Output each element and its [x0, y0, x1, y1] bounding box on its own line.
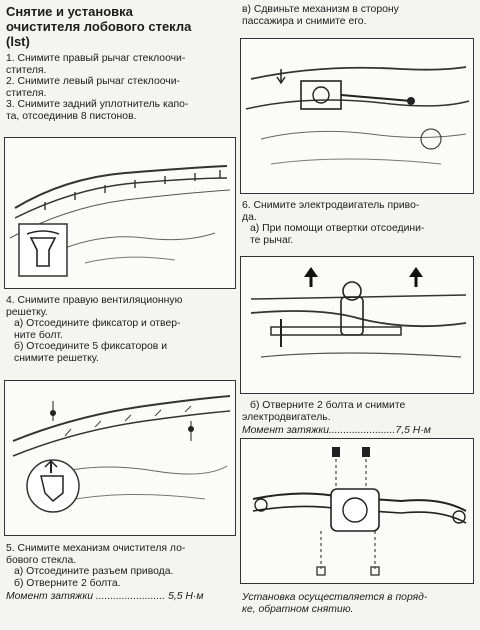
step-5c: в) Сдвиньте механизм в сторону пассажира…: [242, 4, 399, 27]
motor-lever-illustration: [250, 267, 467, 358]
torque-spec-7-5: Момент затяжки.......................7,5…: [242, 425, 431, 437]
figure-motor-lever: [240, 256, 474, 394]
left-column: Снятие и установка очистителя лобового с…: [4, 0, 238, 123]
vent-grille-illustration: [12, 395, 231, 513]
cowl-seal-illustration: [9, 165, 231, 277]
steps-5: 5. Снимите механизм очистителя ло- бовог…: [4, 543, 238, 603]
step-6b: б) Отверните 2 болта и снимите электродв…: [240, 400, 476, 437]
figure-vent-grille: [4, 380, 236, 536]
steps-1-3: 1. Снимите правый рычаг стеклоочи- стите…: [6, 53, 189, 122]
torque-spec-5-5: Момент затяжки ........................ …: [6, 591, 204, 603]
steps-4: 4. Снимите правую вентиляционную решетку…: [6, 295, 183, 364]
installation-note: Установка осуществляется в поряд- ке, об…: [242, 592, 428, 615]
motor-bolts-illustration: [252, 447, 467, 576]
figure-cowl-seal: [4, 137, 236, 289]
step-6: 6. Снимите электродвигатель приво- да. а…: [242, 200, 425, 246]
figure-motor-bolts: [240, 438, 474, 584]
section-title: Снятие и установка очистителя лобового с…: [6, 4, 192, 49]
wiper-linkage-illustration: [245, 66, 470, 165]
figure-wiper-linkage: [240, 38, 474, 194]
